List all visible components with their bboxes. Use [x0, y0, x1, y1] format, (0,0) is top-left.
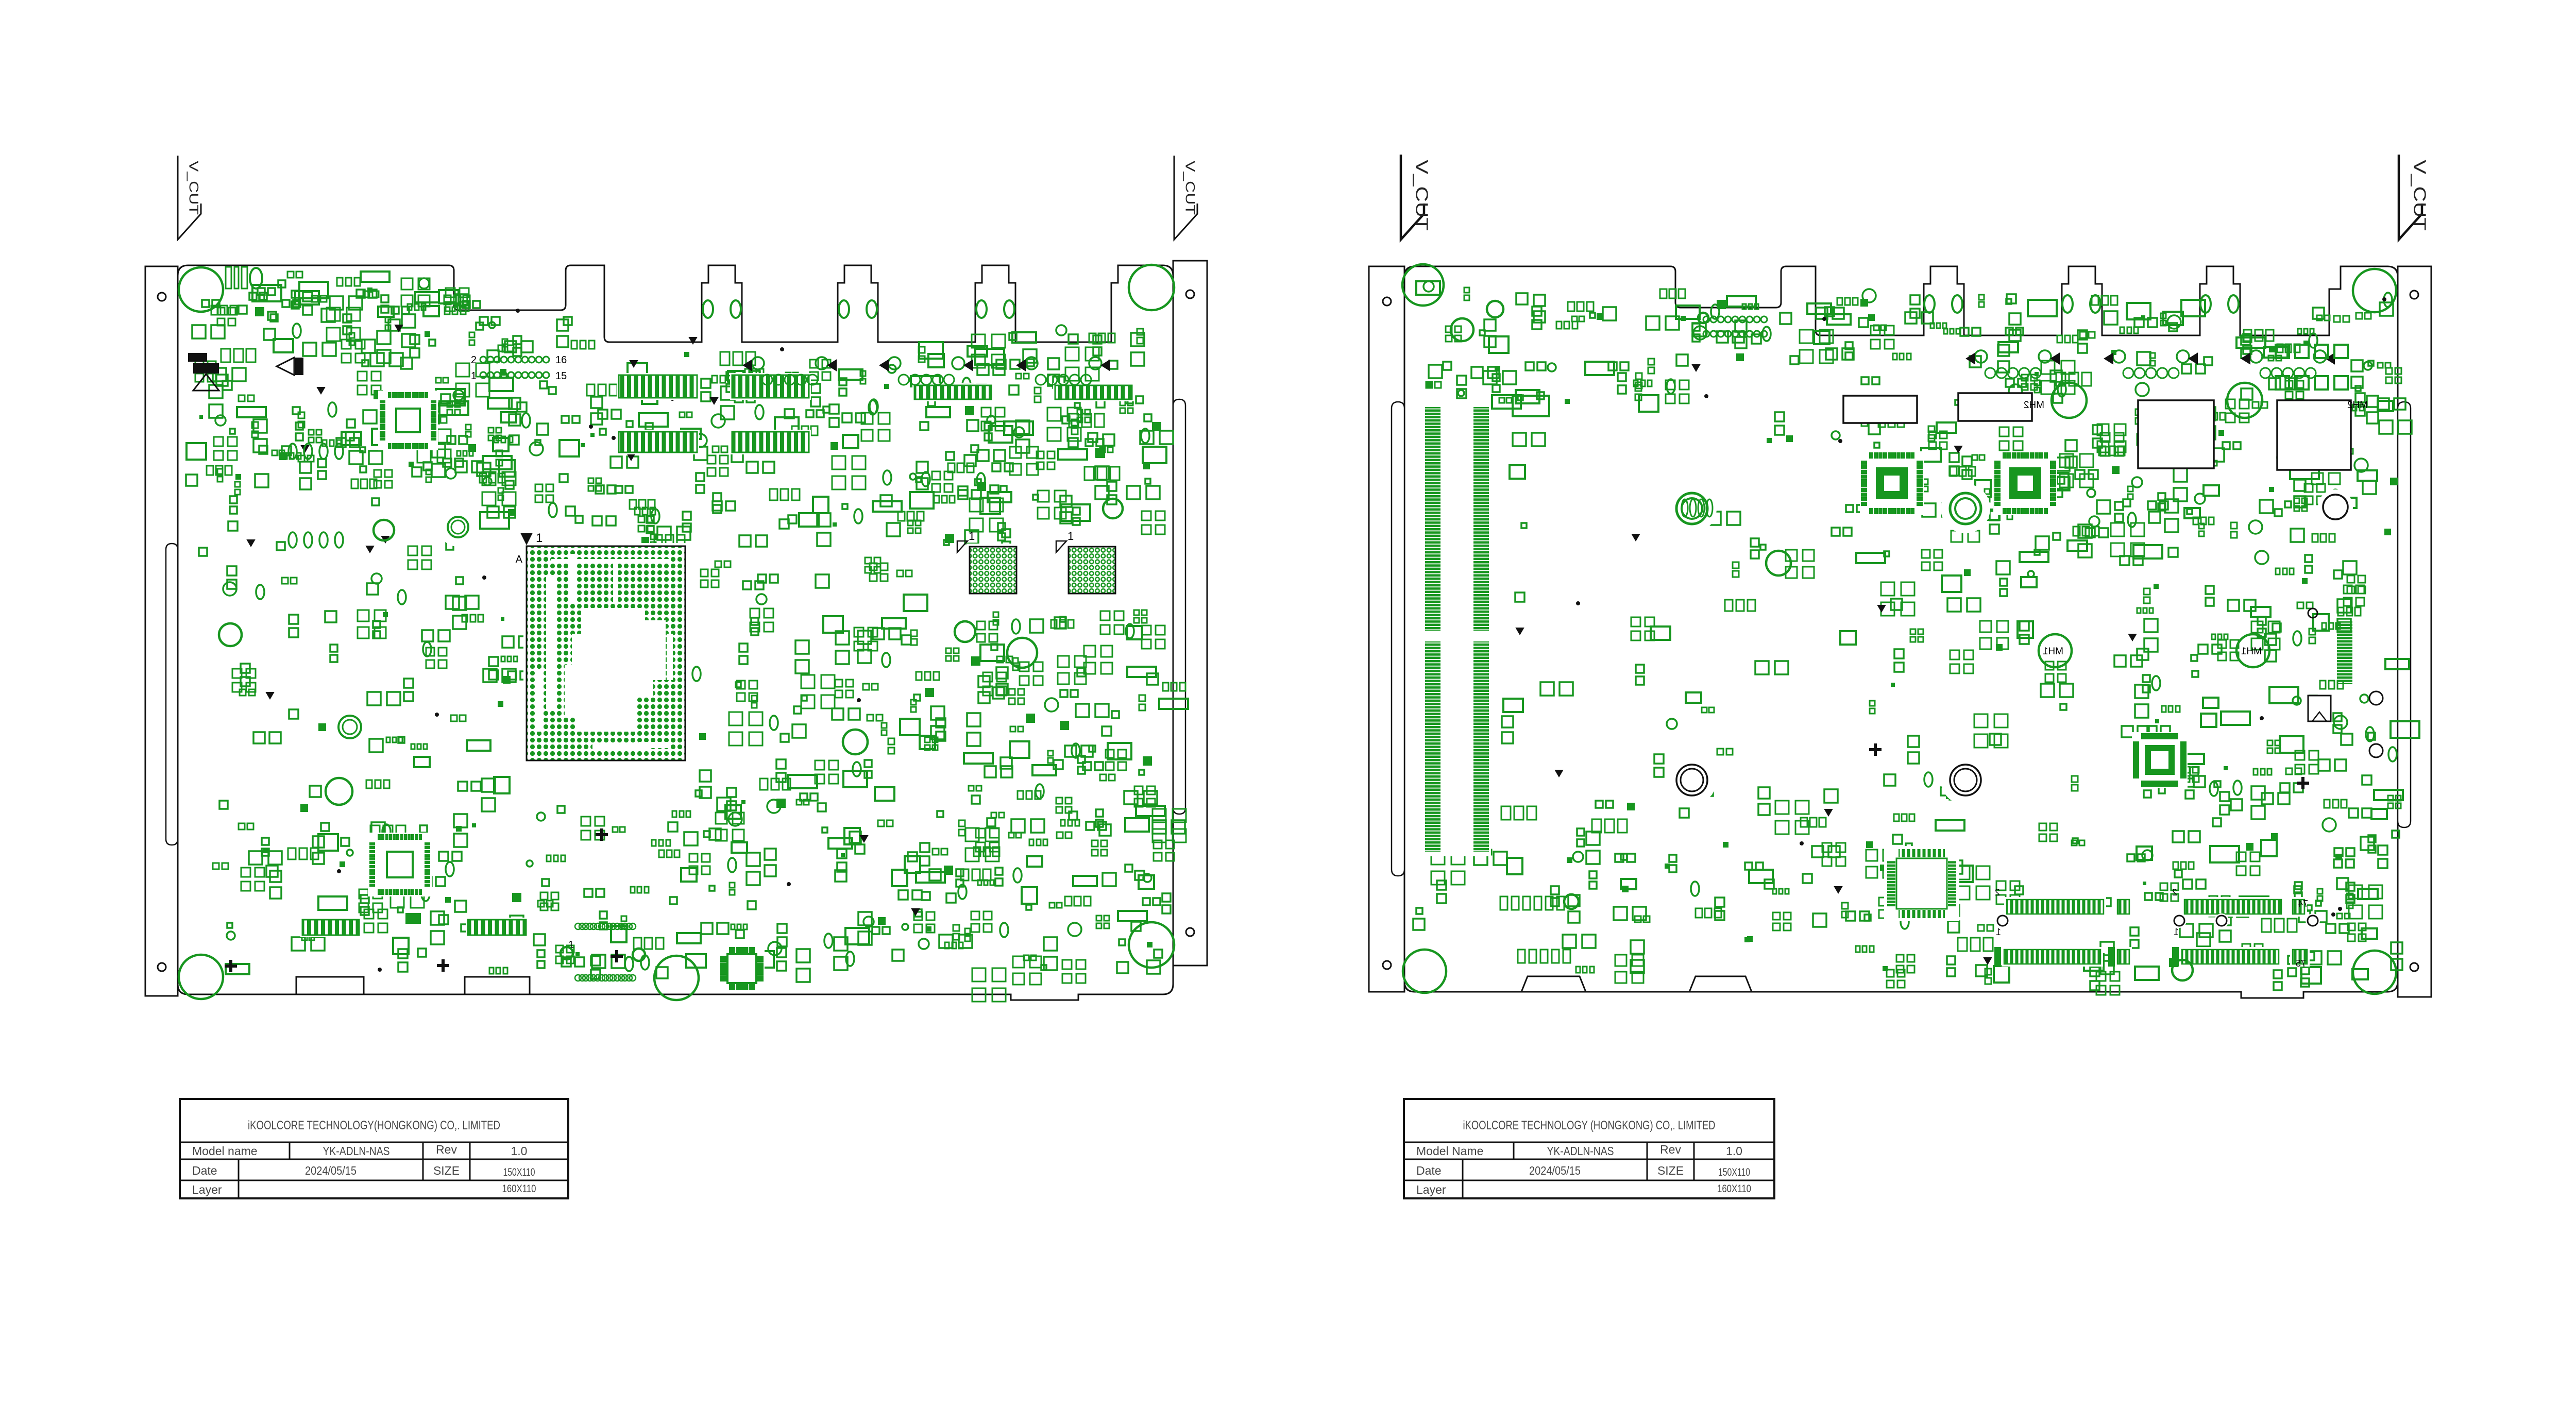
svg-text:iKOOLCORE TECHNOLOGY (HONGKONG: iKOOLCORE TECHNOLOGY (HONGKONG) CO,. LIM… — [1463, 1119, 1716, 1132]
svg-text:75: 75 — [2296, 958, 2306, 969]
svg-text:SIZE: SIZE — [433, 1164, 460, 1177]
svg-text:2: 2 — [2172, 887, 2177, 898]
svg-text:Layer: Layer — [1416, 1183, 1446, 1196]
svg-text:MH1: MH1 — [2241, 646, 2262, 657]
svg-text:150X110: 150X110 — [1718, 1166, 1750, 1178]
svg-text:V_CUT: V_CUT — [1413, 160, 1432, 231]
svg-text:1.0: 1.0 — [511, 1144, 528, 1158]
svg-text:1.0: 1.0 — [1726, 1144, 1742, 1158]
svg-text:150X110: 150X110 — [503, 1166, 535, 1178]
svg-text:1: 1 — [536, 531, 543, 545]
svg-text:16: 16 — [555, 354, 567, 366]
svg-text:A: A — [516, 554, 523, 565]
svg-text:1: 1 — [1067, 530, 1074, 543]
svg-text:MH2: MH2 — [2347, 400, 2368, 411]
svg-text:MH2: MH2 — [2024, 400, 2044, 411]
svg-text:Date: Date — [192, 1164, 217, 1177]
svg-text:2: 2 — [471, 354, 477, 366]
svg-text:SIZE: SIZE — [1657, 1164, 1684, 1177]
svg-text:YK-ADLN-NAS: YK-ADLN-NAS — [323, 1144, 390, 1158]
svg-text:Rev: Rev — [1660, 1143, 1681, 1156]
svg-text:MH1: MH1 — [2043, 646, 2063, 657]
svg-text:160X110: 160X110 — [1717, 1183, 1751, 1195]
svg-text:2024/05/15: 2024/05/15 — [1529, 1164, 1581, 1177]
svg-text:1: 1 — [2174, 927, 2179, 937]
svg-text:2024/05/15: 2024/05/15 — [305, 1164, 357, 1177]
svg-text:1: 1 — [471, 370, 477, 382]
svg-text:2: 2 — [1995, 887, 2000, 898]
svg-text:160X110: 160X110 — [502, 1183, 536, 1195]
svg-text:Layer: Layer — [192, 1183, 222, 1196]
svg-text:1: 1 — [568, 939, 574, 951]
svg-text:YK-ADLN-NAS: YK-ADLN-NAS — [1547, 1144, 1614, 1158]
svg-text:74: 74 — [2298, 899, 2308, 909]
svg-text:Date: Date — [1416, 1164, 1442, 1177]
svg-text:15: 15 — [555, 370, 567, 382]
svg-text:V_CUT: V_CUT — [2411, 160, 2430, 231]
svg-text:Model name: Model name — [192, 1144, 258, 1158]
svg-text:Model Name: Model Name — [1416, 1144, 1483, 1158]
svg-text:1: 1 — [969, 530, 975, 543]
svg-text:iKOOLCORE TECHNOLOGY(HONGKONG): iKOOLCORE TECHNOLOGY(HONGKONG) CO,. LIMI… — [248, 1119, 500, 1132]
svg-text:1: 1 — [1996, 927, 2001, 937]
svg-text:V_CUT: V_CUT — [1183, 161, 1197, 215]
svg-text:Rev: Rev — [436, 1143, 457, 1156]
svg-text:V_CUT: V_CUT — [187, 161, 201, 215]
